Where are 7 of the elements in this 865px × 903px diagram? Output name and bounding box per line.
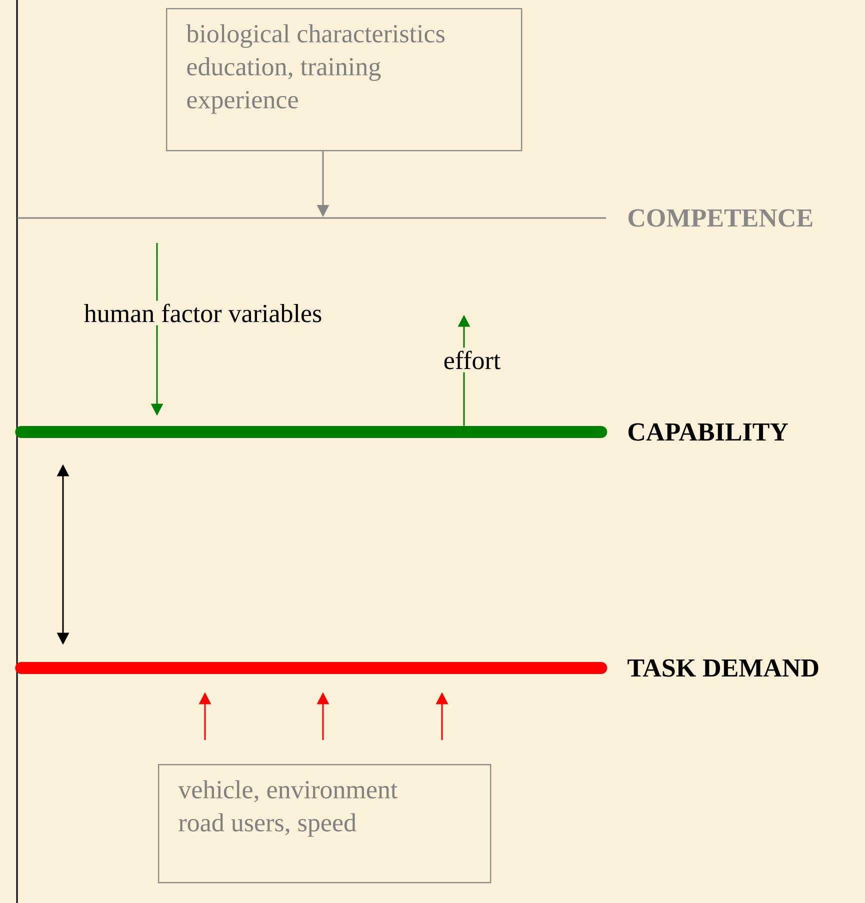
- level-label: COMPETENCE: [628, 209, 812, 227]
- edge-label: effort: [440, 348, 504, 372]
- text-box: vehicle, environment road users, speed: [158, 764, 492, 884]
- text-box: biological characteristics education, training experience: [166, 8, 522, 152]
- edge-label: human factor variables: [80, 300, 326, 326]
- level-label: CAPABILITY: [628, 423, 788, 441]
- level-label: TASK DEMAND: [628, 659, 818, 677]
